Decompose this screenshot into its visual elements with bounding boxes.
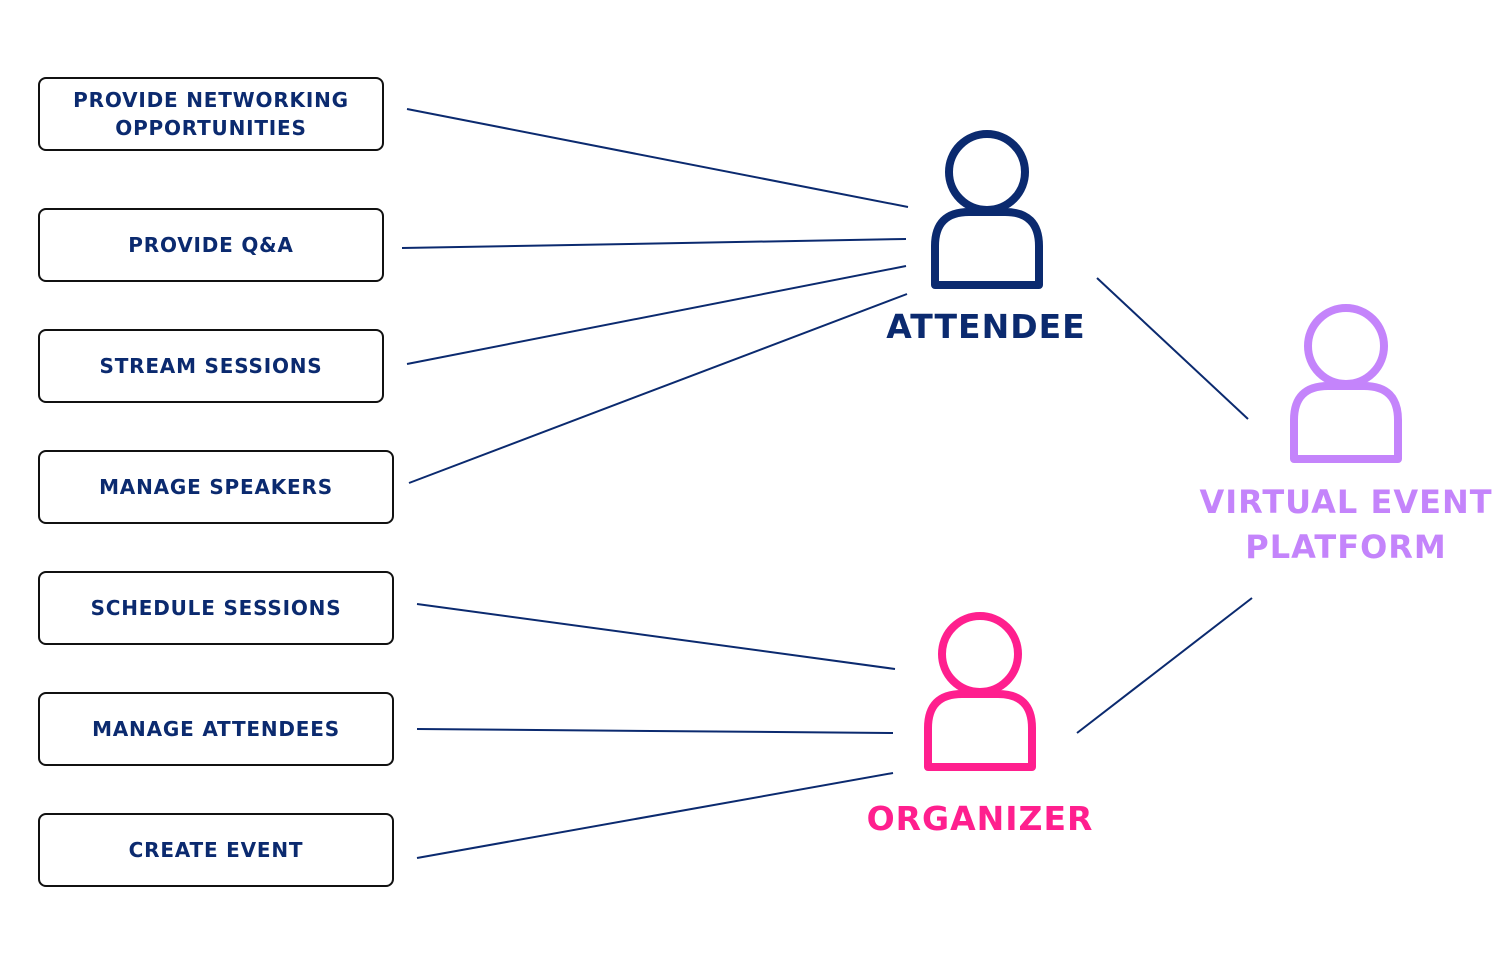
use-case-label: PROVIDE Q&A: [128, 233, 294, 257]
use-case-schedule-sessions: SCHEDULE SESSIONS: [38, 571, 394, 645]
use-case-provide-qa: PROVIDE Q&A: [38, 208, 384, 282]
use-case-label: STREAM SESSIONS: [99, 354, 323, 378]
connector-qa-attendee: [401, 238, 907, 249]
use-case-create-event: CREATE EVENT: [38, 813, 394, 887]
use-case-stream-sessions: STREAM SESSIONS: [38, 329, 384, 403]
use-case-label: MANAGE ATTENDEES: [92, 717, 340, 741]
connector-organizer-platform: [1076, 597, 1253, 734]
platform-label: VIRTUAL EVENT PLATFORM: [1199, 483, 1493, 566]
platform-user-icon: [1290, 304, 1402, 463]
use-case-label: MANAGE SPEAKERS: [99, 475, 333, 499]
use-case-manage-attendees: MANAGE ATTENDEES: [38, 692, 394, 766]
connector-speakers-attendee: [408, 293, 908, 484]
connector-schedule-organizer: [416, 603, 896, 670]
connector-attendee-platform: [1096, 277, 1249, 420]
connector-stream-attendee: [406, 265, 907, 365]
use-case-label: PROVIDE NETWORKING OPPORTUNITIES: [73, 88, 349, 140]
organizer-label: ORGANIZER: [866, 799, 1094, 838]
attendee-label: ATTENDEE: [886, 307, 1086, 346]
attendee-user-icon: [931, 130, 1043, 289]
connector-networking-attendee: [406, 108, 909, 208]
use-case-label: CREATE EVENT: [128, 838, 304, 862]
organizer-user-icon: [924, 612, 1036, 771]
use-case-manage-speakers: MANAGE SPEAKERS: [38, 450, 394, 524]
use-case-label: SCHEDULE SESSIONS: [90, 596, 342, 620]
connector-manage-attendees-organizer: [416, 728, 894, 734]
use-case-provide-networking: PROVIDE NETWORKING OPPORTUNITIES: [38, 77, 384, 151]
connector-create-event-organizer: [416, 772, 894, 859]
